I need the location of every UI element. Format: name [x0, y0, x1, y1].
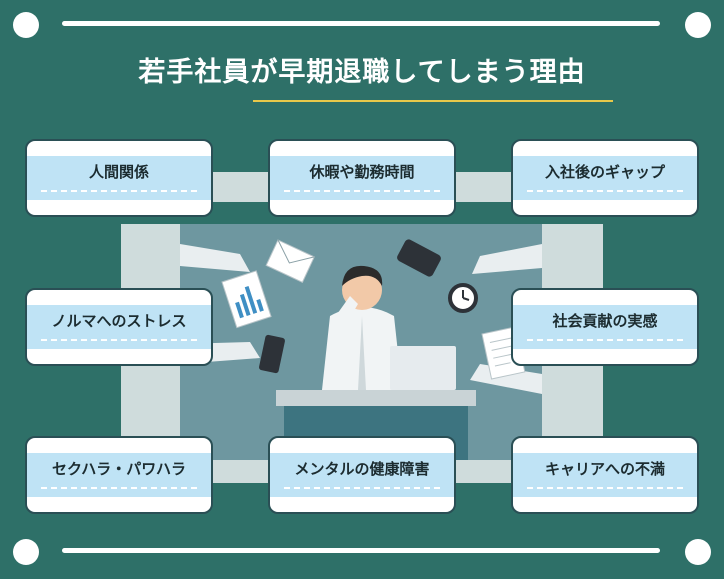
reason-card: セクハラ・パワハラ — [25, 436, 213, 514]
reason-label: 人間関係 — [88, 163, 149, 181]
corner-dot-bottom-left — [13, 539, 39, 565]
dashed-divider — [41, 190, 197, 192]
connector-top-left — [212, 172, 270, 202]
dashed-divider — [41, 339, 197, 341]
label-band — [513, 156, 697, 200]
corner-dot-top-left — [13, 12, 39, 38]
bottom-rule — [62, 548, 660, 553]
reason-card: 社会貢献の実感 — [511, 288, 699, 366]
reason-card: ノルマへのストレス — [25, 288, 213, 366]
reason-label: 社会貢献の実感 — [552, 312, 658, 330]
dashed-divider — [284, 190, 440, 192]
corner-dot-bottom-right — [685, 539, 711, 565]
corner-dot-top-right — [685, 12, 711, 38]
title-underline — [253, 100, 613, 102]
dashed-divider — [284, 487, 440, 489]
reason-label: キャリアへの不満 — [544, 460, 665, 478]
stressed-worker-illustration — [180, 224, 542, 460]
stressed-worker-icon — [180, 224, 542, 460]
reason-card: キャリアへの不満 — [511, 436, 699, 514]
label-band — [513, 453, 697, 497]
reason-label: ノルマへのストレス — [51, 312, 187, 330]
reason-label: セクハラ・パワハラ — [51, 460, 187, 478]
label-band — [270, 156, 454, 200]
page-title: 若手社員が早期退職してしまう理由 — [138, 57, 586, 88]
label-band — [27, 453, 211, 497]
reason-card: 人間関係 — [25, 139, 213, 217]
dashed-divider — [527, 190, 683, 192]
reason-card: メンタルの健康障害 — [268, 436, 456, 514]
label-band — [270, 453, 454, 497]
dashed-divider — [527, 339, 683, 341]
label-band — [27, 156, 211, 200]
reason-label: 入社後のギャップ — [544, 163, 665, 181]
connector-top-right — [456, 172, 514, 202]
dashed-divider — [41, 487, 197, 489]
reason-card: 休暇や勤務時間 — [268, 139, 456, 217]
label-band — [513, 305, 697, 349]
label-band — [27, 305, 211, 349]
dashed-divider — [527, 487, 683, 489]
top-rule — [62, 21, 660, 26]
reason-label: 休暇や勤務時間 — [309, 163, 415, 181]
reason-card: 入社後のギャップ — [511, 139, 699, 217]
reason-label: メンタルの健康障害 — [294, 460, 430, 478]
